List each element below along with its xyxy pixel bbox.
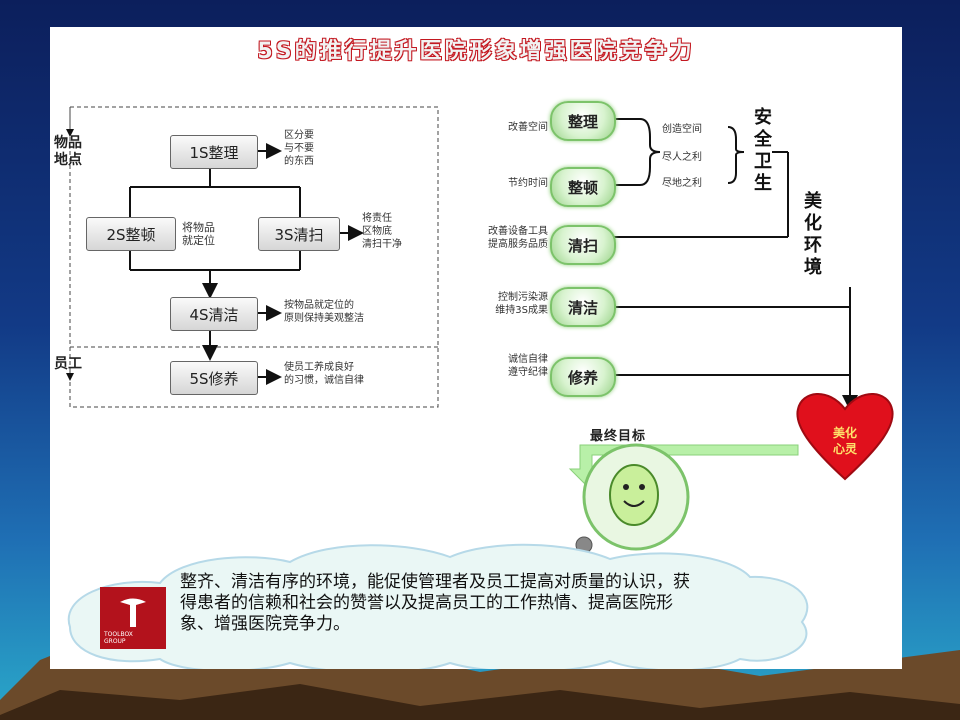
heart-text: 美化 心灵: [832, 426, 857, 456]
pill-note-sort: 改善空间: [508, 122, 548, 133]
note-4s: 按物品就定位的 原则保持美观整洁: [284, 300, 364, 324]
benefit-place: 尽地之利: [662, 178, 702, 189]
box-4s-standardize: 4S清洁: [170, 297, 258, 331]
pill-sort: 整理: [550, 101, 616, 141]
label-beautify-environment: 美化环境: [804, 191, 822, 278]
center-note: 将物品 就定位: [182, 221, 215, 247]
cloud-shape: [67, 543, 809, 669]
page-title: 5S的推行提升医院形象增强医院竞争力: [257, 39, 695, 64]
logo-text: TOOLBOX GROUP: [104, 631, 133, 645]
heart-shape: [796, 393, 894, 481]
area-label-staff: 员工: [54, 356, 82, 372]
box-5s-sustain: 5S修养: [170, 361, 258, 395]
diagram-lines: [66, 106, 894, 669]
note-1s: 区分要 与不要 的东西: [284, 130, 314, 167]
dashed-region-items: [69, 106, 439, 408]
pill-note-shine: 改善设备工具 提高服务品质: [488, 226, 548, 250]
label-safety-hygiene: 安全卫生: [754, 107, 772, 194]
pill-note-sustain: 诚信自律 遵守纪律: [508, 354, 548, 378]
slide-content: 5S的推行提升医院形象增强医院竞争力: [50, 27, 902, 669]
benefit-people: 尽人之利: [662, 152, 702, 163]
pill-shine: 清扫: [550, 225, 616, 265]
pill-sustain: 修养: [550, 357, 616, 397]
pill-standardize: 清洁: [550, 287, 616, 327]
area-label-items: 物品 地点: [54, 135, 82, 168]
final-goal-label: 最终目标: [590, 429, 647, 444]
box-1s-sort: 1S整理: [170, 135, 258, 169]
cloud-text: 整齐、清洁有序的环境，能促使管理者及员工提高对质量的认识，获得患者的信赖和社会的…: [180, 572, 690, 634]
pill-note-set: 节约时间: [508, 178, 548, 189]
note-5s: 使员工养成良好 的习惯，诚信自律: [284, 362, 364, 386]
pill-set: 整顿: [550, 167, 616, 207]
box-3s-shine: 3S清扫: [258, 217, 340, 251]
pill-note-standardize: 控制污染源 维持3S成果: [495, 292, 548, 316]
benefit-create-space: 创造空间: [662, 124, 702, 135]
note-3s: 将责任 区物底 清扫干净: [362, 213, 402, 250]
box-2s-set: 2S整顿: [86, 217, 176, 251]
